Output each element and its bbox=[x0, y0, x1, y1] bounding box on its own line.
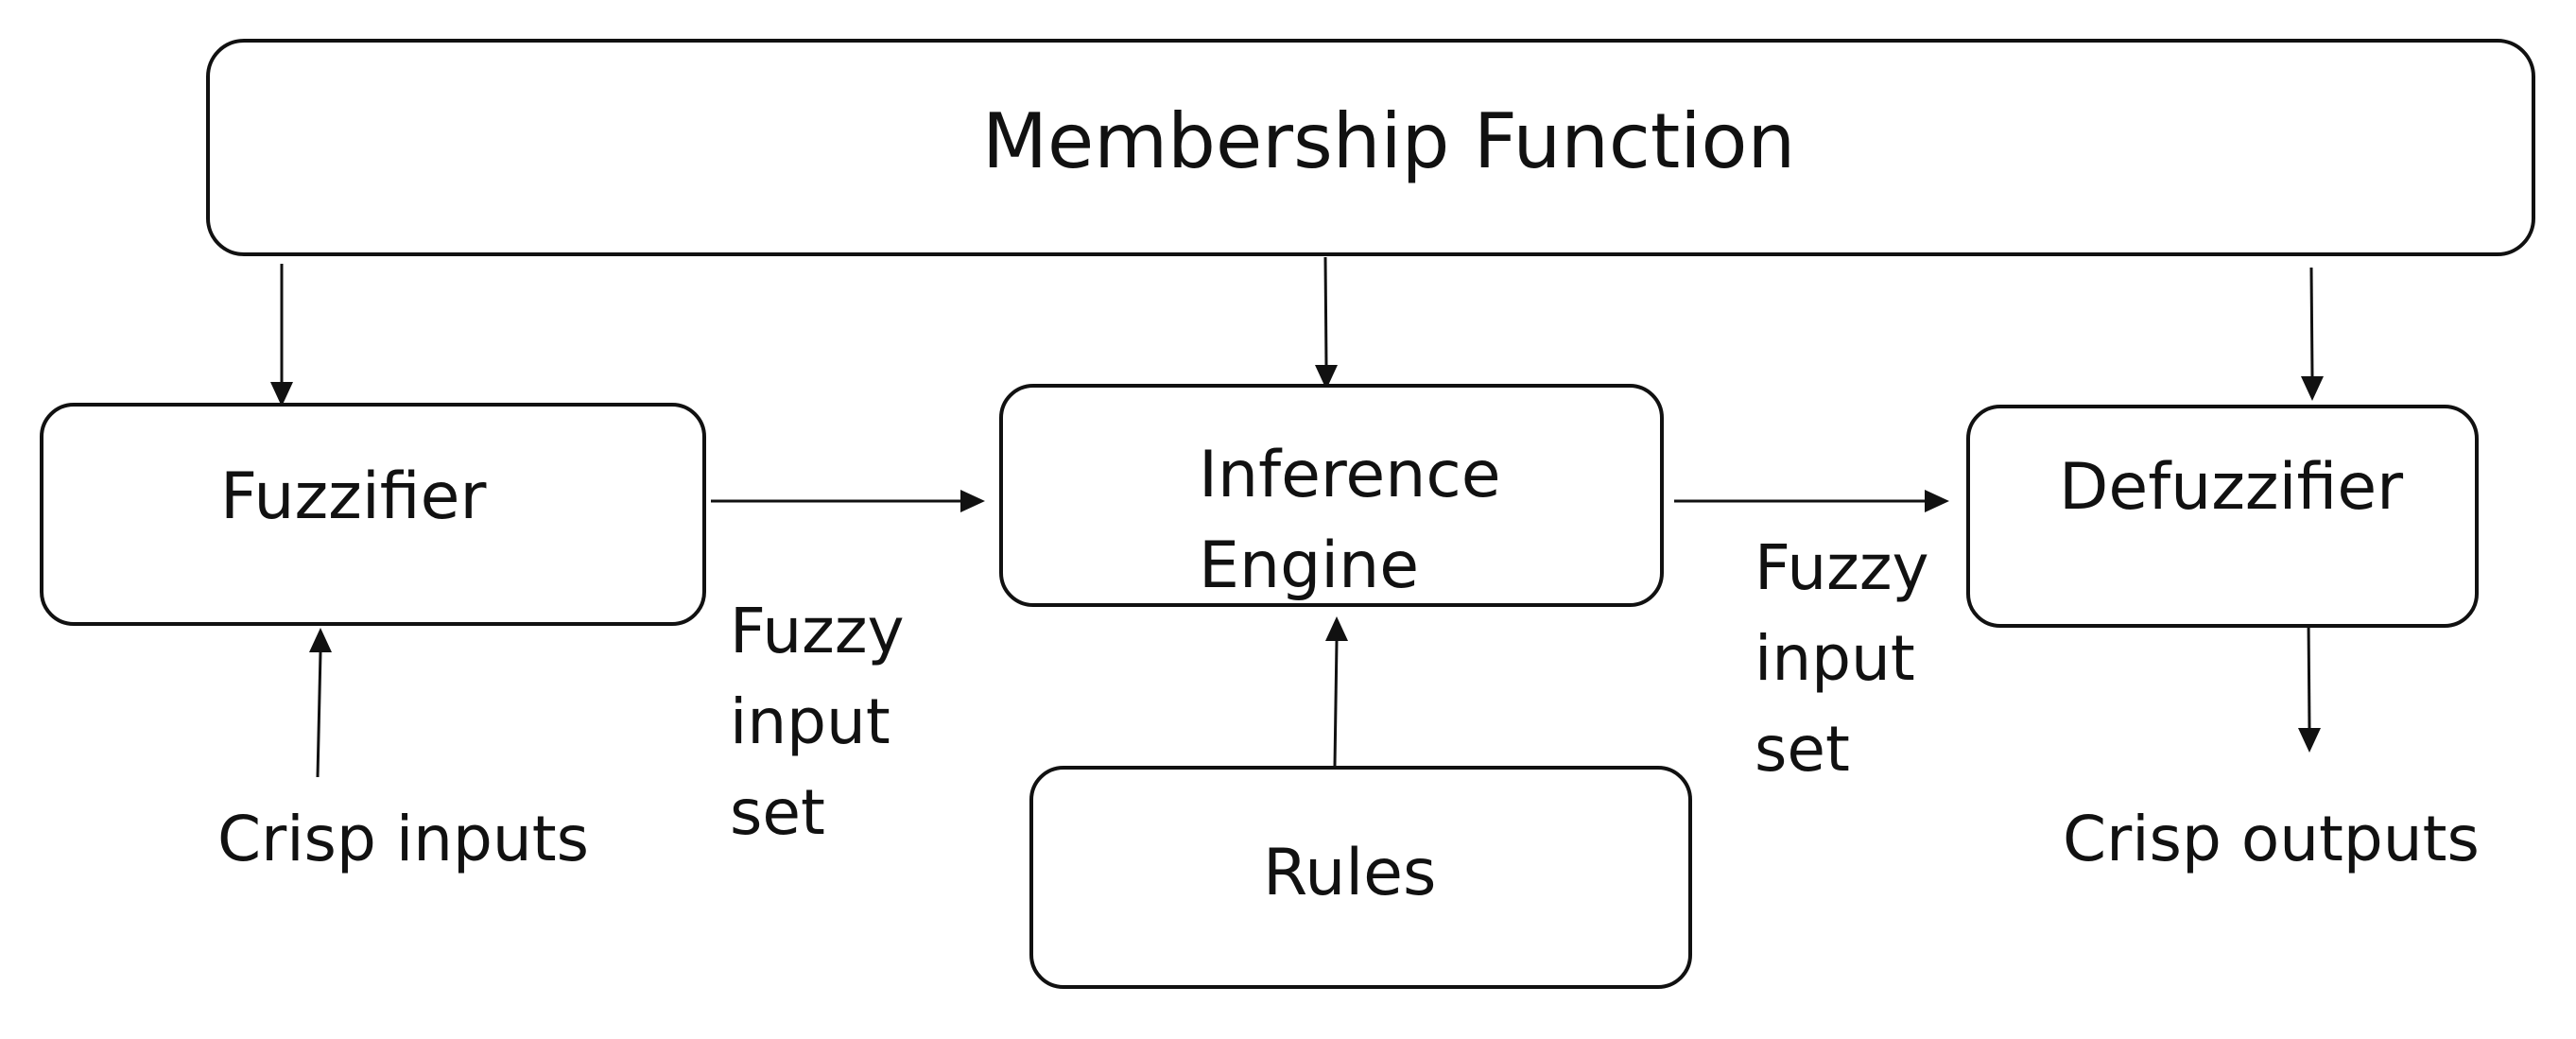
defuzzifier-label: Defuzzifier bbox=[2059, 450, 2404, 525]
fuzzy-input-set-left-label: Fuzzy input set bbox=[730, 586, 905, 858]
membership-function-block bbox=[206, 39, 2535, 256]
fuzzy-input-set-right-line-1: Fuzzy bbox=[1755, 531, 1929, 604]
fuzzy-input-set-left-line-3: set bbox=[730, 776, 825, 849]
arrow-membership-to-inference bbox=[1323, 256, 1328, 366]
rules-block bbox=[1029, 766, 1692, 989]
arrowhead-defuzzifier-to-crisp-outputs bbox=[2298, 728, 2321, 753]
defuzzifier-block bbox=[1966, 405, 2479, 628]
arrow-rules-to-inference bbox=[1333, 640, 1339, 767]
arrow-defuzzifier-to-crisp-outputs bbox=[2307, 618, 2311, 729]
crisp-outputs-label: Crisp outputs bbox=[2063, 803, 2480, 875]
inference-engine-block bbox=[999, 384, 1664, 607]
fuzzifier-block bbox=[40, 403, 706, 626]
fuzzy-input-set-left-line-1: Fuzzy bbox=[730, 595, 905, 667]
fuzzy-input-set-right-line-2: input bbox=[1755, 622, 1915, 695]
arrowhead-fuzzifier-to-inference bbox=[960, 490, 985, 512]
arrowhead-crisp-inputs-to-fuzzifier bbox=[309, 628, 332, 652]
crisp-inputs-label: Crisp inputs bbox=[217, 803, 589, 875]
fuzzy-input-set-right-line-3: set bbox=[1755, 713, 1850, 786]
inference-engine-line-2: Engine bbox=[1199, 528, 1420, 603]
arrowhead-inference-to-defuzzifier bbox=[1925, 490, 1949, 512]
fuzzy-input-set-left-line-2: input bbox=[730, 685, 890, 758]
fuzzifier-label: Fuzzifier bbox=[220, 459, 487, 534]
membership-function-label: Membership Function bbox=[982, 97, 1796, 185]
arrowhead-membership-to-fuzzifier bbox=[270, 382, 293, 407]
fuzzy-input-set-right-label: Fuzzy input set bbox=[1755, 523, 1929, 795]
rules-label: Rules bbox=[1263, 836, 1437, 910]
arrowhead-membership-to-defuzzifier bbox=[2301, 376, 2324, 401]
arrowhead-rules-to-inference bbox=[1325, 616, 1348, 641]
inference-engine-line-1: Inference bbox=[1199, 438, 1501, 512]
arrow-crisp-inputs-to-fuzzifier bbox=[316, 651, 322, 778]
inference-engine-label: Inference Engine bbox=[1199, 430, 1501, 612]
arrowhead-membership-to-inference bbox=[1315, 365, 1338, 390]
arrow-membership-to-defuzzifier bbox=[2309, 267, 2314, 377]
